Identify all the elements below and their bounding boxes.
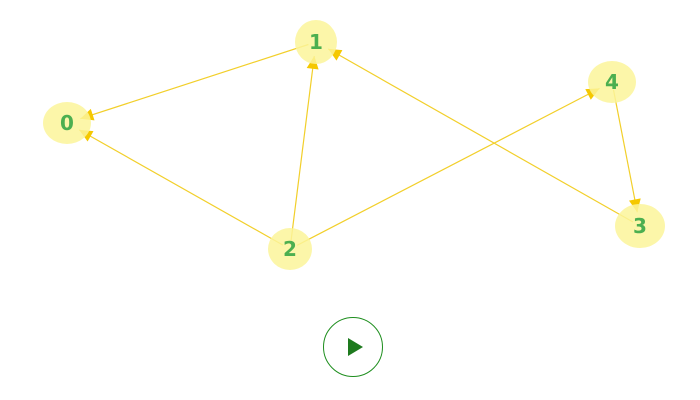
- edge-3-to-1: [327, 48, 634, 223]
- node-label: 0: [60, 111, 74, 135]
- edge-line: [290, 55, 315, 242]
- node-label: 1: [309, 30, 323, 54]
- node-4[interactable]: 4: [588, 61, 636, 103]
- play-icon: [348, 338, 363, 356]
- nodes-layer: 0 1 2 3 4: [43, 20, 665, 270]
- edge-4-to-3: [612, 89, 641, 213]
- edges-layer: [78, 43, 641, 246]
- node-circle: [268, 228, 312, 270]
- node-2[interactable]: 2: [268, 228, 312, 270]
- node-label: 4: [605, 70, 619, 94]
- node-1[interactable]: 1: [295, 20, 337, 64]
- node-label: 2: [283, 237, 297, 261]
- node-circle: [43, 102, 91, 144]
- edge-line: [612, 89, 638, 213]
- edge-line: [296, 87, 600, 246]
- node-circle: [588, 61, 636, 103]
- node-0[interactable]: 0: [43, 102, 91, 144]
- edge-2-to-1: [290, 55, 319, 242]
- node-circle: [295, 20, 337, 64]
- node-3[interactable]: 3: [615, 204, 665, 248]
- node-label: 3: [633, 214, 647, 238]
- edge-line: [327, 48, 634, 223]
- edge-1-to-0: [80, 43, 309, 121]
- edge-2-to-0: [78, 129, 284, 246]
- edge-line: [78, 129, 284, 246]
- edge-2-to-4: [296, 87, 600, 246]
- play-button[interactable]: [323, 317, 383, 377]
- edge-line: [80, 43, 309, 120]
- node-circle: [615, 204, 665, 248]
